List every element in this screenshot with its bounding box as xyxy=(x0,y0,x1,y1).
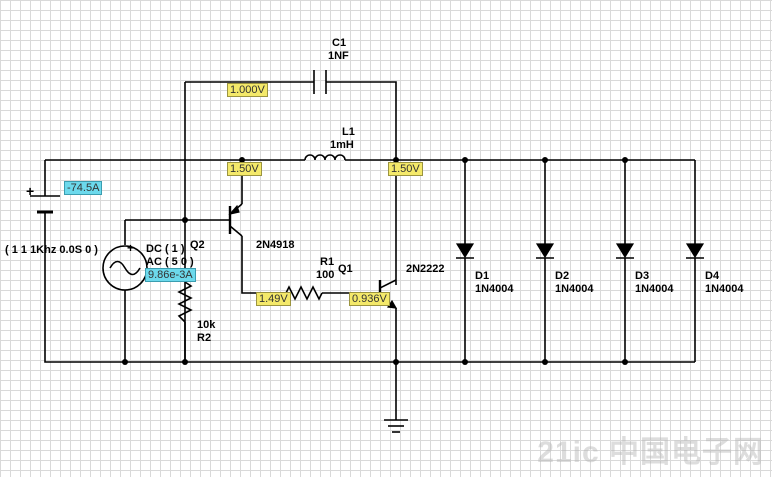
r1-value: 100 xyxy=(316,269,334,281)
resistor-r1[interactable] xyxy=(285,285,323,301)
source-params: ( 1 1 1Khz 0.0S 0 ) xyxy=(5,244,98,256)
resistor-r2[interactable] xyxy=(177,281,193,323)
wires xyxy=(44,81,696,420)
ac-source[interactable] xyxy=(102,245,148,291)
watermark-logo: 21ic 中国电子网 xyxy=(537,436,764,469)
probe-q1-base-voltage[interactable]: 0.936V xyxy=(349,292,390,306)
probe-c1-voltage[interactable]: 1.000V xyxy=(227,83,268,97)
probe-l1-right-voltage[interactable]: 1.50V xyxy=(388,162,423,176)
diode-d4[interactable] xyxy=(685,243,705,259)
c1-name: C1 xyxy=(332,37,346,49)
diode-d3[interactable] xyxy=(615,243,635,259)
source-plus: + xyxy=(127,241,134,255)
d1-part: 1N4004 xyxy=(475,283,514,295)
q2-part: 2N4918 xyxy=(256,239,295,251)
probe-l1-left-voltage[interactable]: 1.50V xyxy=(227,162,262,176)
capacitor-c1[interactable] xyxy=(313,70,327,94)
q1-name: Q1 xyxy=(338,263,353,275)
q2-name: Q2 xyxy=(190,239,205,251)
q1-part: 2N2222 xyxy=(406,263,445,275)
transistor-q2[interactable] xyxy=(228,203,243,237)
d4-part: 1N4004 xyxy=(705,283,744,295)
d3-name: D3 xyxy=(635,270,649,282)
battery-plus: + xyxy=(26,183,34,199)
d2-name: D2 xyxy=(555,270,569,282)
battery[interactable] xyxy=(30,195,60,214)
r1-name: R1 xyxy=(320,256,334,268)
d3-part: 1N4004 xyxy=(635,283,674,295)
ground-symbol xyxy=(384,419,408,433)
r2-value: 10k xyxy=(197,319,216,331)
d1-name: D1 xyxy=(475,270,489,282)
diode-d2[interactable] xyxy=(535,243,555,259)
r2-name: R2 xyxy=(197,332,211,344)
d4-name: D4 xyxy=(705,270,720,282)
probe-source-current[interactable]: 9.86e-3A xyxy=(145,268,196,282)
l1-name: L1 xyxy=(342,126,355,138)
probe-battery-current[interactable]: -74.5A xyxy=(64,181,103,195)
diode-d1[interactable] xyxy=(455,243,475,259)
probe-r1-voltage[interactable]: 1.49V xyxy=(256,292,291,306)
d2-part: 1N4004 xyxy=(555,283,594,295)
inductor-l1[interactable] xyxy=(304,154,346,161)
source-dc: DC ( 1 ) xyxy=(146,243,185,255)
c1-value: 1NF xyxy=(328,50,349,62)
junction-dots xyxy=(122,157,628,365)
l1-value: 1mH xyxy=(330,139,354,151)
source-ac: AC ( 5 0 ) xyxy=(146,256,194,268)
